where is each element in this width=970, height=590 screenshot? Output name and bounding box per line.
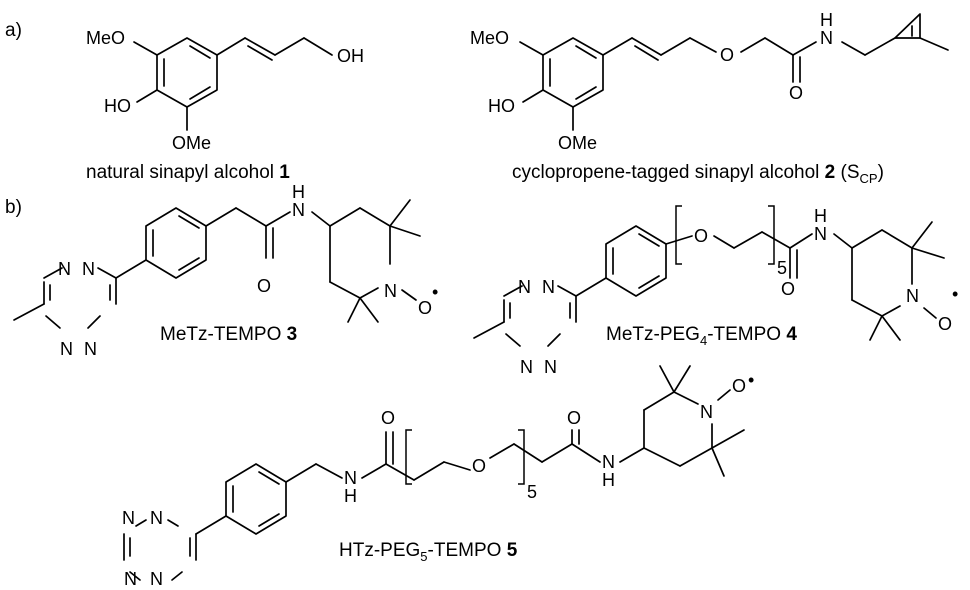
amide-hydrogen-5b: H <box>602 470 615 490</box>
ether-oxygen-4: O <box>694 226 708 246</box>
amide-nitrogen-4: N <box>814 224 827 244</box>
tetrazine-ring-3 <box>13 267 117 329</box>
caption-compound-3: MeTz-TEMPO 3 <box>160 324 297 345</box>
radical-dot-4: • <box>952 284 958 304</box>
amide-nitrogen-5a: N <box>344 468 357 488</box>
repeat-brackets-4 <box>675 205 775 265</box>
cyclopropene-ring <box>894 13 949 51</box>
carbonyl-oxygen-2: O <box>789 83 803 103</box>
tempo-ring-5 <box>643 365 745 477</box>
panel-label-a: a) <box>5 20 22 41</box>
nitroxide-oxygen-4: O <box>938 314 952 334</box>
nitroxide-nitrogen-5: N <box>700 402 713 422</box>
structure-metz-tempo-3: N N N N O N H N O • MeTz-TEMPO 3 <box>13 182 438 359</box>
tetrazine-n1-4: N N <box>518 277 555 297</box>
repeat-brackets-5 <box>405 429 525 485</box>
amide-hydrogen-2: H <box>820 10 833 30</box>
repeat-count-4: 5 <box>777 258 787 278</box>
carbonyl-oxygen-4: O <box>781 279 795 299</box>
methoxy-label-1a: MeO <box>86 28 125 48</box>
phenol-label-2: HO <box>488 96 515 116</box>
caption-compound-5: HTz-PEG5-TEMPO 5 <box>339 540 518 564</box>
structure-sinapyl-alcohol-1: MeO OH HO OMe natural sinapyl alcohol 1 <box>86 28 364 183</box>
structure-htz-peg5-tempo-5: N N N N N H O O 5 O N H N O • HTz-PEG5-T… <box>122 365 754 589</box>
repeat-count-5: 5 <box>527 482 537 502</box>
benzene-ring-3 <box>115 207 207 279</box>
benzene-ring-2 <box>542 37 604 108</box>
amide-hydrogen-3: H <box>292 182 305 202</box>
radical-dot-3: • <box>432 282 438 302</box>
carbonyl-oxygen-5a: O <box>381 408 395 428</box>
tetrazine-n2-4: N N <box>520 357 557 377</box>
peg-linker-4 <box>665 231 853 279</box>
tetrazine-n1-5: N N <box>122 508 163 528</box>
benzene-ring-5 <box>195 463 287 535</box>
amide-nitrogen-2: N <box>820 28 833 48</box>
tetrazine-ring-5 <box>123 519 197 581</box>
nitroxide-oxygen-5: O <box>732 376 746 396</box>
tetrazine-ring-4 <box>473 285 577 347</box>
tetrazine-n1-3: N N <box>58 259 95 279</box>
amide-hydrogen-5a: H <box>344 486 357 506</box>
linker-2 <box>519 37 896 131</box>
carbonyl-oxygen-5b: O <box>567 408 581 428</box>
caption-compound-1: natural sinapyl alcohol 1 <box>86 162 290 183</box>
hydroxyl-label-1: OH <box>337 46 364 66</box>
tetrazine-n2-5: N N <box>124 569 163 589</box>
tempo-ring-3 <box>329 199 421 323</box>
amide-nitrogen-3: N <box>292 200 305 220</box>
methoxy-label-1b: OMe <box>172 133 211 153</box>
structure-metz-peg4-tempo-4: N N N N O 5 O N H N O • MeTz-PEG4-TEMPO … <box>473 205 958 377</box>
amide-linker-3 <box>205 207 331 259</box>
benzene-ring-1 <box>156 37 218 108</box>
caption-compound-2: cyclopropene-tagged sinapyl alcohol 2 (S… <box>512 162 884 186</box>
radical-dot-5: • <box>748 370 754 390</box>
ether-oxygen-5: O <box>472 456 486 476</box>
structure-sinapyl-cyclopropene-2: MeO O O N H HO OMe cyclopropene-tagged s… <box>470 10 949 186</box>
nitroxide-nitrogen-4: N <box>906 286 919 306</box>
methoxy-label-2a: MeO <box>470 28 509 48</box>
carbonyl-oxygen-3: O <box>257 276 271 296</box>
tetrazine-n2-3: N N <box>60 339 97 359</box>
amide-nitrogen-5b: N <box>602 452 615 472</box>
amide-hydrogen-4: H <box>814 206 827 226</box>
panel-label-b: b) <box>5 197 22 218</box>
methoxy-label-2b: OMe <box>558 133 597 153</box>
caption-compound-4: MeTz-PEG4-TEMPO 4 <box>606 324 797 348</box>
peg-linker-5 <box>285 429 645 483</box>
phenol-label-1: HO <box>104 96 131 116</box>
side-chain-1 <box>133 37 333 131</box>
benzene-ring-4 <box>575 225 667 297</box>
nitroxide-oxygen-3: O <box>418 298 432 318</box>
nitroxide-nitrogen-3: N <box>384 281 397 301</box>
tempo-ring-4 <box>851 221 945 341</box>
ether-oxygen-2: O <box>720 45 734 65</box>
